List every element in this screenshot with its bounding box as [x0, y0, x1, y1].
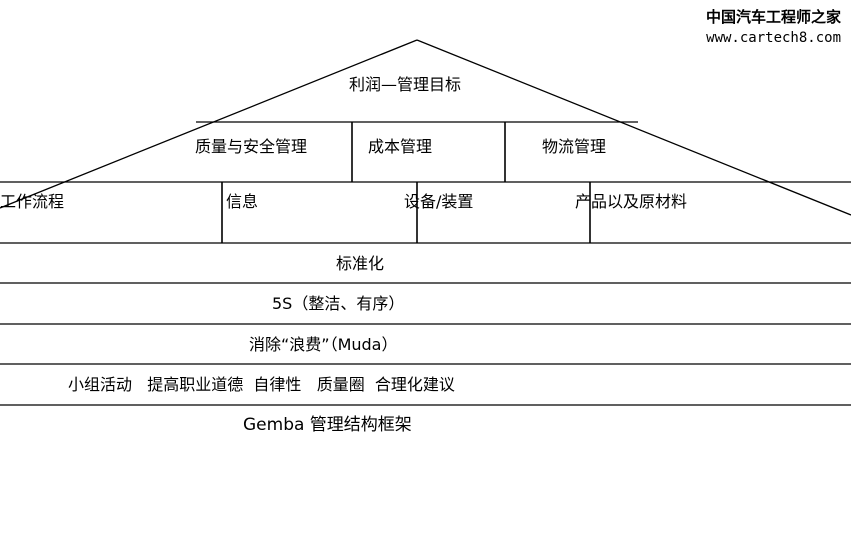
roof-left-edge — [0, 39, 418, 209]
roof-row3-information: 信息 — [226, 192, 259, 211]
foundation-5s: 5S（整洁、有序） — [272, 294, 405, 313]
watermark-url: www.cartech8.com — [706, 30, 841, 46]
roof-row3-products-materials: 产品以及原材料 — [575, 192, 688, 211]
roof-row3-equipment: 设备/装置 — [404, 192, 474, 211]
roof-row2-logistics: 物流管理 — [542, 137, 607, 156]
watermark-title: 中国汽车工程师之家 — [705, 8, 841, 26]
foundation-activities: 小组活动 提高职业道德 自律性 质量圈 合理化建议 — [68, 375, 455, 394]
foundation-muda: 消除“浪费”（Muda） — [249, 335, 398, 354]
roof-right-edge — [416, 39, 851, 216]
roof-top-label: 利润—管理目标 — [349, 75, 462, 94]
roof-row2-cost: 成本管理 — [368, 137, 433, 156]
foundation-standardization: 标准化 — [336, 254, 385, 273]
roof-row2-quality-safety: 质量与安全管理 — [195, 137, 308, 156]
diagram-caption: Gemba 管理结构框架 — [243, 415, 412, 435]
roof-row3-workflow: 工作流程 — [0, 192, 65, 211]
